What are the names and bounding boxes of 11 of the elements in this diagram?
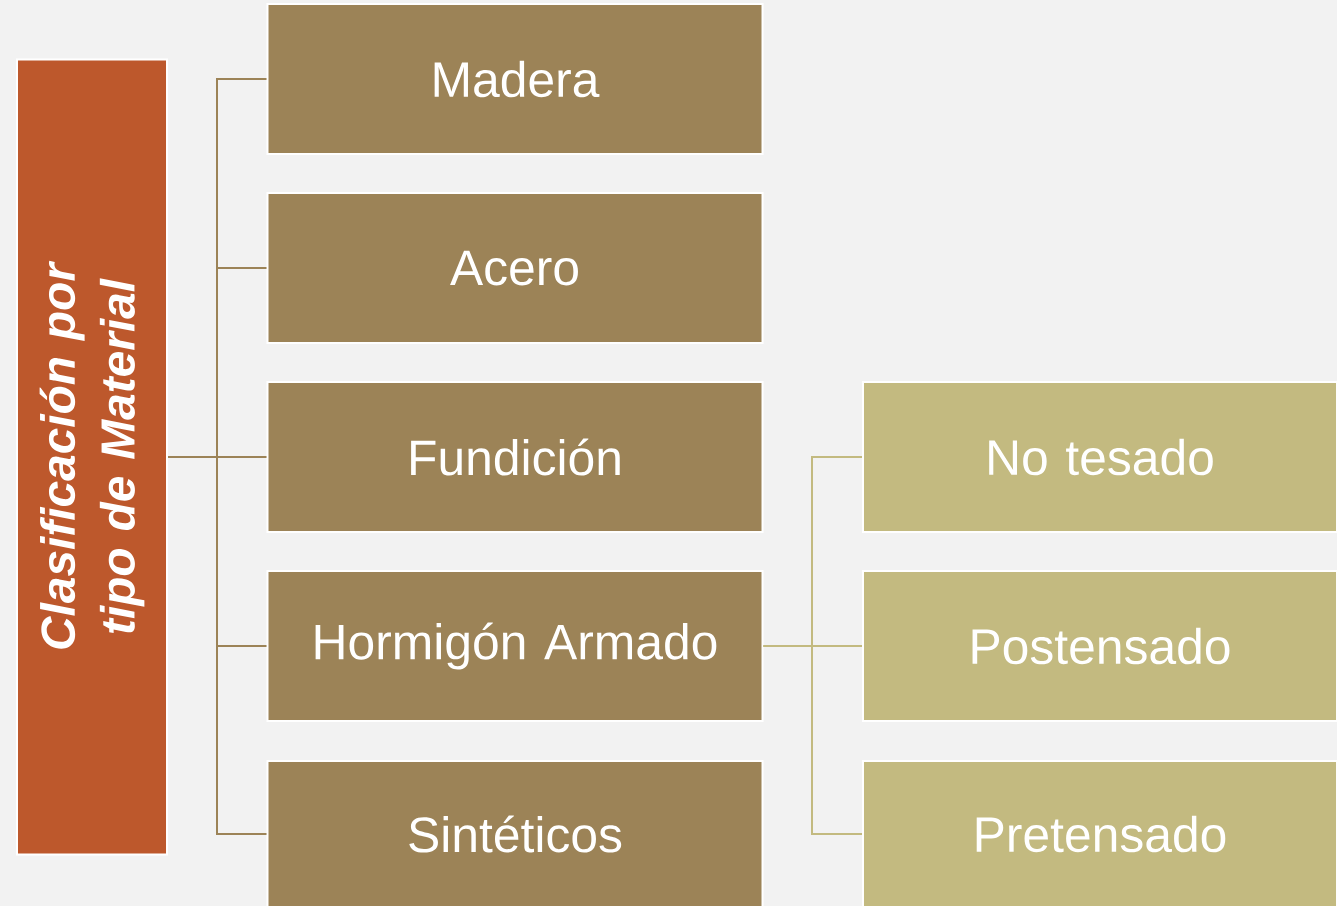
category-box: Clasificación por tipo de Material <box>16 58 168 856</box>
material-box: Sintéticos <box>266 760 764 906</box>
connector-line <box>762 645 863 835</box>
subtype-box: Pretensado <box>862 760 1337 906</box>
material-box: Fundición <box>266 381 764 533</box>
material-box: Madera <box>266 3 764 155</box>
subtype-box: No tesado <box>862 381 1337 533</box>
material-box: Hormigón Armado <box>266 570 764 722</box>
material-box: Acero <box>266 192 764 344</box>
subtype-box: Postensado <box>862 570 1337 722</box>
connector-line <box>167 456 268 835</box>
